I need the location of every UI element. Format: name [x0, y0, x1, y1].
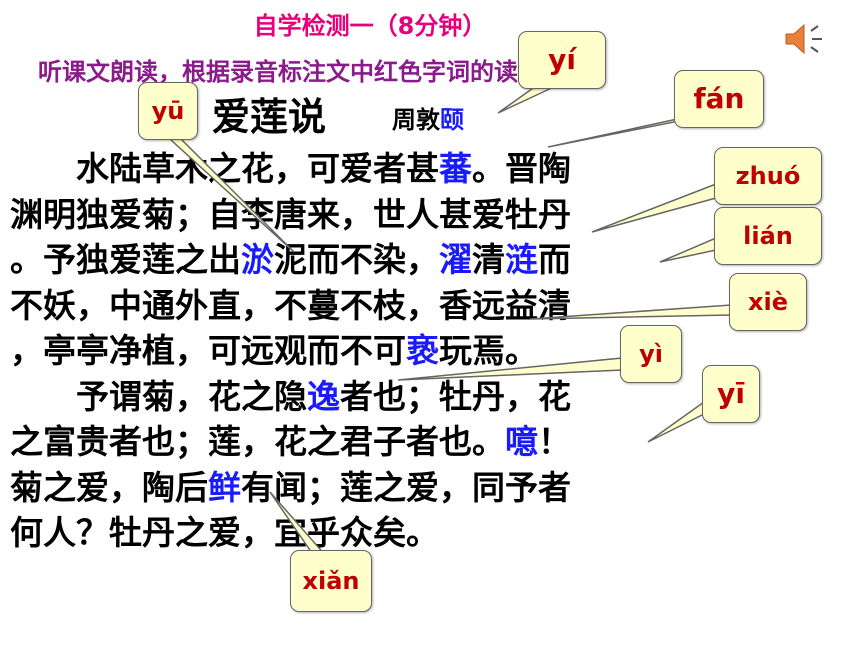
essay-text: 泥而不染， [274, 240, 439, 279]
callout-xie4: xiè [729, 273, 807, 331]
essay-text: 清 [472, 240, 505, 279]
callout-fan2: fán [674, 70, 764, 128]
essay-line: ，亭亭净植，可远观而不可亵玩焉。 [10, 328, 670, 374]
highlighted-char: 噫 [505, 422, 538, 461]
callout-xian3: xiǎn [290, 550, 372, 612]
highlighted-char: 逸 [307, 376, 340, 416]
callout-zhuo2: zhuó [714, 147, 822, 205]
essay-line: 予谓菊，花之隐逸者也；牡丹，花 [10, 374, 670, 420]
essay-text: 者也；牡丹，花 [340, 376, 571, 416]
essay-line: 何人？牡丹之爱，宜乎众矣。 [10, 510, 670, 556]
essay-line: 之富贵者也；莲，花之君子者也。噫！ [10, 419, 670, 465]
essay-line: 不妖，中通外直，不蔓不枝，香远益清 [10, 283, 670, 329]
leader-fan2 [547, 117, 695, 148]
essay-text: 菊之爱，陶后 [10, 467, 208, 507]
essay-author: 周敦颐 [392, 100, 464, 135]
instruction-text: 听课文朗读，根据录音标注文中红色字词的读音 [38, 58, 542, 86]
highlighted-char: 涟 [505, 240, 538, 279]
essay-text: 何人？牡丹之爱，宜乎众矣。 [10, 513, 439, 552]
essay-title: 爱莲说 [212, 95, 327, 139]
essay-body: 水陆草木之花，可爱者甚蕃。晋陶渊明独爱菊；自李唐来，世人甚爱牡丹。予独爱莲之出淤… [10, 146, 670, 556]
callout-yi1: yī [702, 365, 760, 423]
essay-text: 而 [538, 240, 571, 279]
speaker-icon[interactable] [782, 22, 828, 56]
author-name: 周敦 [392, 106, 440, 134]
leader-yi2 [497, 85, 557, 114]
essay-text: 水陆草木之花，可爱者甚 [10, 149, 439, 188]
highlighted-char: 淤 [241, 240, 274, 279]
essay-line: 水陆草木之花，可爱者甚蕃。晋陶 [10, 146, 670, 192]
essay-text: 。晋陶 [472, 149, 571, 188]
essay-line: 。予独爱莲之出淤泥而不染，濯清涟而 [10, 237, 670, 283]
essay-text: 玩焉。 [439, 331, 538, 370]
essay-text: 。予独爱莲之出 [10, 240, 241, 279]
essay-text: 之富贵者也；莲，花之君子者也。 [10, 422, 505, 461]
callout-yu1: yū [138, 82, 198, 140]
essay-text: 不妖，中通外直，不蔓不枝，香远益清 [10, 285, 571, 325]
highlighted-char: 蕃 [439, 149, 472, 188]
highlighted-char: 濯 [439, 240, 472, 279]
callout-yi4: yì [620, 325, 682, 383]
essay-text: ！ [538, 422, 571, 461]
callout-lian2: lián [714, 207, 822, 265]
essay-text: ，亭亭净植，可远观而不可 [10, 331, 406, 370]
highlighted-char: 鲜 [208, 467, 241, 507]
essay-text: 有闻；莲之爱，同予者 [241, 467, 571, 507]
essay-text: 渊明独爱菊；自李唐来，世人甚爱牡丹 [10, 194, 571, 234]
highlighted-char: 亵 [406, 331, 439, 370]
author-name-highlight: 颐 [440, 106, 464, 134]
essay-text: 予谓菊，花之隐 [10, 376, 307, 416]
essay-line: 菊之爱，陶后鲜有闻；莲之爱，同予者 [10, 465, 670, 511]
callout-yi2: yí [518, 31, 606, 89]
page-title: 自学检测一（8分钟） [253, 12, 487, 40]
essay-line: 渊明独爱菊；自李唐来，世人甚爱牡丹 [10, 192, 670, 238]
